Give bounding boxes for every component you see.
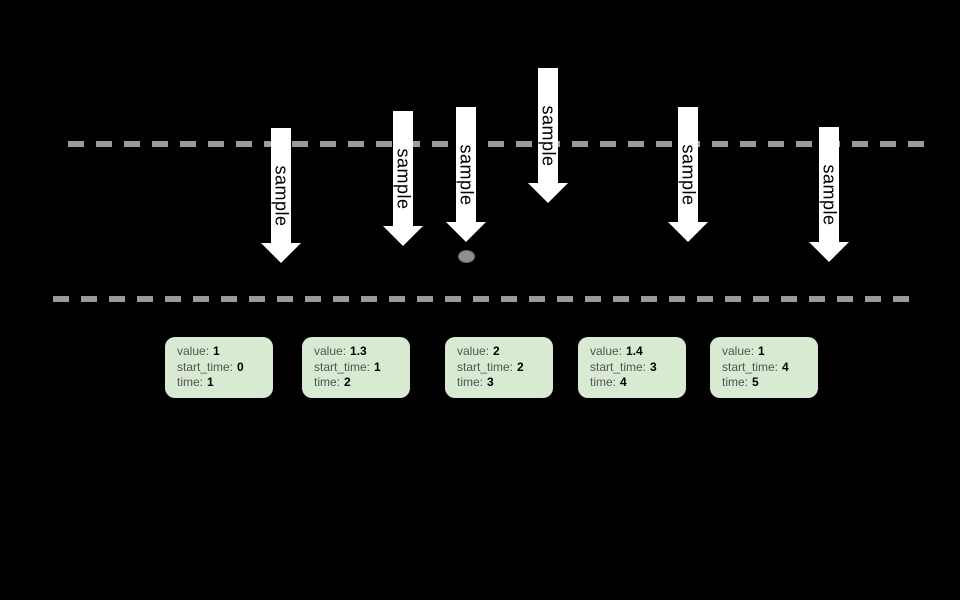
record-row: start_time:3 [590,360,680,376]
lower-dashed-line [53,296,910,302]
field-value: 2 [344,375,351,389]
arrow-shaft [271,128,291,244]
field-label: value: [314,344,347,358]
arrow-label: sample [393,147,414,210]
field-value: 3 [487,375,494,389]
sample-arrow-3: sample [446,107,486,242]
record-row: time:4 [590,375,680,391]
record-row: time:2 [314,375,404,391]
field-value: 1 [213,344,220,358]
sample-arrow-4: sample [528,68,568,203]
record-box-5: value:1 start_time:4 time:5 [710,337,818,398]
field-value: 1.3 [350,344,367,358]
field-value: 1 [374,359,381,374]
arrow-down-head-icon [528,183,568,203]
record-row: value:1.3 [314,344,404,360]
record-row: value:2 [457,344,547,360]
field-value: 2 [517,359,524,374]
arrow-down-head-icon [383,226,423,246]
field-label: time: [314,375,341,389]
field-label: value: [590,344,623,358]
field-value: 1.4 [626,344,643,358]
arrow-down-head-icon [261,243,301,263]
arrow-label: sample [819,163,840,226]
record-row: start_time:4 [722,360,812,376]
record-row: time:5 [722,375,812,391]
sample-dot-icon [458,250,475,263]
field-value: 1 [207,375,214,389]
record-row: time:1 [177,375,267,391]
arrow-shaft [678,107,698,223]
field-label: start_time: [177,359,234,374]
arrow-shaft [538,68,558,184]
record-row: start_time:2 [457,360,547,376]
record-box-3: value:2 start_time:2 time:3 [445,337,553,398]
arrow-down-head-icon [809,242,849,262]
field-label: value: [457,344,490,358]
record-row: value:1 [177,344,267,360]
field-label: time: [177,375,204,389]
field-label: value: [722,344,755,358]
sample-arrow-1: sample [261,128,301,263]
record-box-2: value:1.3 start_time:1 time:2 [302,337,410,398]
arrow-label: sample [456,143,477,206]
sample-arrow-5: sample [668,107,708,242]
field-label: start_time: [457,359,514,374]
field-label: start_time: [722,359,779,374]
field-label: value: [177,344,210,358]
sample-arrow-6: sample [809,127,849,262]
field-label: start_time: [590,359,647,374]
arrow-label: sample [538,104,559,167]
record-row: value:1 [722,344,812,360]
record-row: value:1.4 [590,344,680,360]
arrow-shaft [456,107,476,223]
arrow-down-head-icon [668,222,708,242]
field-label: time: [457,375,484,389]
record-row: start_time:1 [314,360,404,376]
field-label: time: [590,375,617,389]
upper-dashed-line [68,141,928,147]
arrow-label: sample [678,143,699,206]
record-box-4: value:1.4 start_time:3 time:4 [578,337,686,398]
field-value: 2 [493,344,500,358]
field-value: 3 [650,359,657,374]
field-label: start_time: [314,359,371,374]
field-value: 4 [620,375,627,389]
arrow-label: sample [271,164,292,227]
field-value: 1 [758,344,765,358]
record-box-1: value:1 start_time:0 time:1 [165,337,273,398]
field-value: 4 [782,359,789,374]
field-value: 0 [237,359,244,374]
sample-arrow-2: sample [383,111,423,246]
arrow-down-head-icon [446,222,486,242]
field-value: 5 [752,375,759,389]
arrow-shaft [393,111,413,227]
record-row: start_time:0 [177,360,267,376]
record-row: time:3 [457,375,547,391]
arrow-shaft [819,127,839,243]
field-label: time: [722,375,749,389]
